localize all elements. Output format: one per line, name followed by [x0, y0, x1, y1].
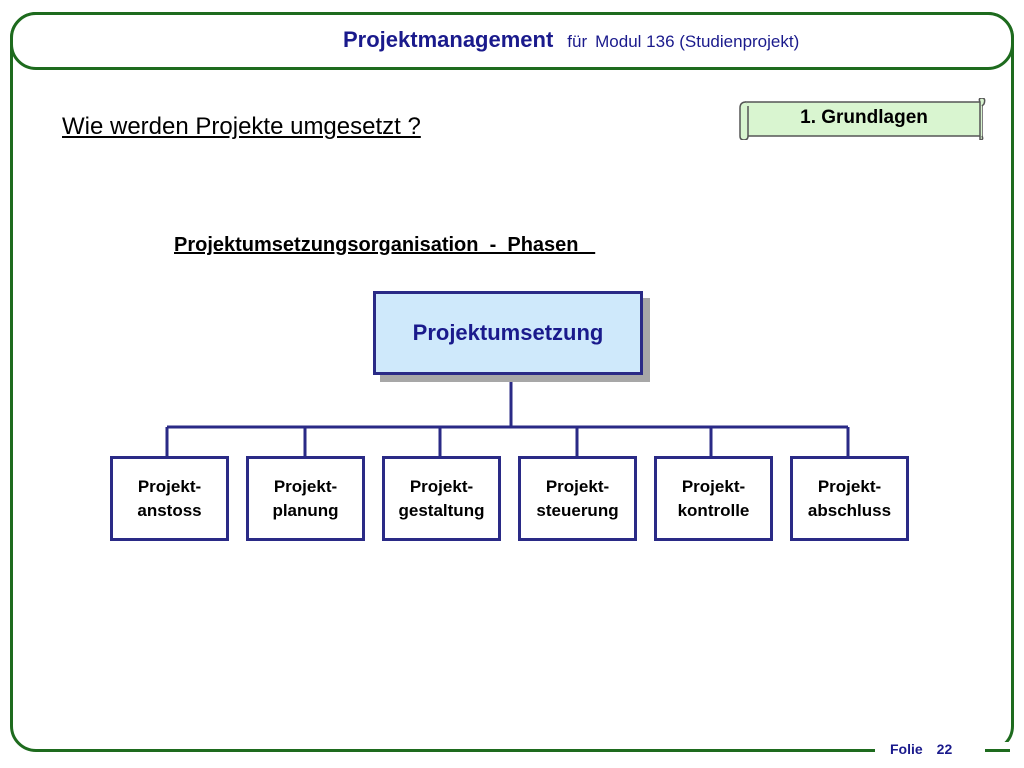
header-title: Projektmanagement: [343, 27, 554, 52]
footer: Folie 22: [890, 741, 952, 757]
phase-node-kontrolle: Projekt- kontrolle: [654, 456, 773, 541]
footer-rule-left: [700, 749, 875, 752]
footer-rule-right: [985, 749, 1010, 752]
phase-label: Projekt- gestaltung: [398, 476, 485, 520]
section-tag: 1. Grundlagen: [800, 107, 928, 128]
header-sub-module: Modul 136 (Studienprojekt): [595, 32, 800, 51]
scroll-shape: [739, 98, 986, 140]
phase-node-planung: Projekt- planung: [246, 456, 365, 541]
phase-label: Projekt- abschluss: [807, 476, 892, 520]
footer-gap: [860, 742, 1020, 762]
phase-label: Projekt- planung: [272, 476, 339, 520]
phase-node-steuerung: Projekt- steuerung: [518, 456, 637, 541]
header: Projektmanagement für Modul 136 (Studienpr…: [343, 27, 799, 53]
phase-node-anstoss: Projekt- anstoss: [110, 456, 229, 541]
footer-label: Folie: [890, 741, 923, 757]
phase-label: Projekt- anstoss: [137, 476, 202, 520]
header-bar: [10, 12, 1014, 70]
root-node: Projektumsetzung: [373, 291, 643, 375]
diagram-subtitle: Projektumsetzungsorganisation - Phasen: [174, 234, 596, 256]
page-number: 22: [936, 741, 953, 757]
question-heading: Wie werden Projekte umgesetzt ?: [62, 113, 421, 140]
section-scroll-banner: 1. Grundlagen: [738, 98, 986, 140]
root-node-label: Projektumsetzung: [412, 320, 604, 345]
header-sub-prefix: für: [567, 32, 588, 51]
phase-label: Projekt- kontrolle: [677, 476, 750, 520]
phase-node-gestaltung: Projekt- gestaltung: [382, 456, 501, 541]
phase-label: Projekt- steuerung: [536, 476, 619, 520]
phase-node-abschluss: Projekt- abschluss: [790, 456, 909, 541]
